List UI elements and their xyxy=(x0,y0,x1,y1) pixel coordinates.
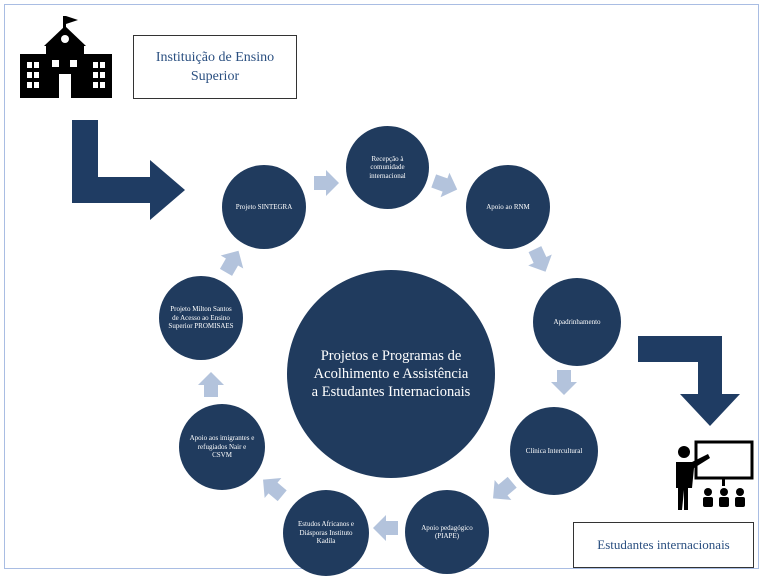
cycle-arrow-5 xyxy=(493,476,517,500)
big-arrow-left xyxy=(72,120,185,220)
node-sintegra-label: Projeto SINTEGRA xyxy=(235,202,293,211)
node-promisaes: Projeto Milton Santos de Acesso ao Ensin… xyxy=(159,276,243,360)
center-circle-text: Projetos e Programas de Acolhimento e As… xyxy=(311,348,471,400)
students-label: Estudantes internacionais xyxy=(597,537,730,552)
cycle-arrow-4 xyxy=(551,370,577,395)
institution-label-box: Instituição de Ensino Superior xyxy=(133,35,297,99)
cycle-arrow-6 xyxy=(373,515,398,541)
cycle-arrow-2 xyxy=(431,172,458,198)
node-clinica-intercultural: Clínica Intercultural xyxy=(510,407,598,495)
node-apoio-pedagogico-label: Apoio pedagógico (PIAPE) xyxy=(421,523,473,541)
node-apoio-rnm: Apoio ao RNM xyxy=(466,165,550,249)
institution-label: Instituição de Ensino Superior xyxy=(155,50,275,84)
cycle-arrow-8 xyxy=(198,372,224,397)
node-estudos-africanos: Estudos Africanos e Diásporas Instituto … xyxy=(283,490,369,576)
node-apoio-rnm-label: Apoio ao RNM xyxy=(486,202,530,211)
node-estudos-africanos-label: Estudos Africanos e Diásporas Instituto … xyxy=(298,520,354,546)
node-apadrinhamento: Apadrinhamento xyxy=(533,278,621,366)
cycle-arrow-1 xyxy=(314,170,339,196)
teacher-classroom-icon xyxy=(676,440,754,510)
center-circle: Projetos e Programas de Acolhimento e As… xyxy=(287,270,495,478)
cycle-arrow-7 xyxy=(263,478,287,502)
node-promisaes-label: Projeto Milton Santos de Acesso ao Ensin… xyxy=(168,305,234,331)
node-sintegra: Projeto SINTEGRA xyxy=(222,165,306,249)
big-arrow-right xyxy=(638,336,740,426)
node-apoio-pedagogico: Apoio pedagógico (PIAPE) xyxy=(405,490,489,574)
node-recepcao: Recepção à comunidade internacional xyxy=(346,126,429,209)
school-building-icon xyxy=(20,16,112,98)
node-recepcao-label: Recepção à comunidade internacional xyxy=(369,154,406,180)
students-label-box: Estudantes internacionais xyxy=(573,522,754,568)
node-apoio-imigrantes-label: Apoio aos imigrantes e refugiados Nair e… xyxy=(189,434,255,460)
cycle-arrow-9 xyxy=(219,250,244,276)
node-clinica-intercultural-label: Clínica Intercultural xyxy=(525,446,583,455)
node-apadrinhamento-label: Apadrinhamento xyxy=(553,317,601,326)
cycle-arrow-3 xyxy=(528,246,552,272)
node-apoio-imigrantes: Apoio aos imigrantes e refugiados Nair e… xyxy=(179,404,265,490)
